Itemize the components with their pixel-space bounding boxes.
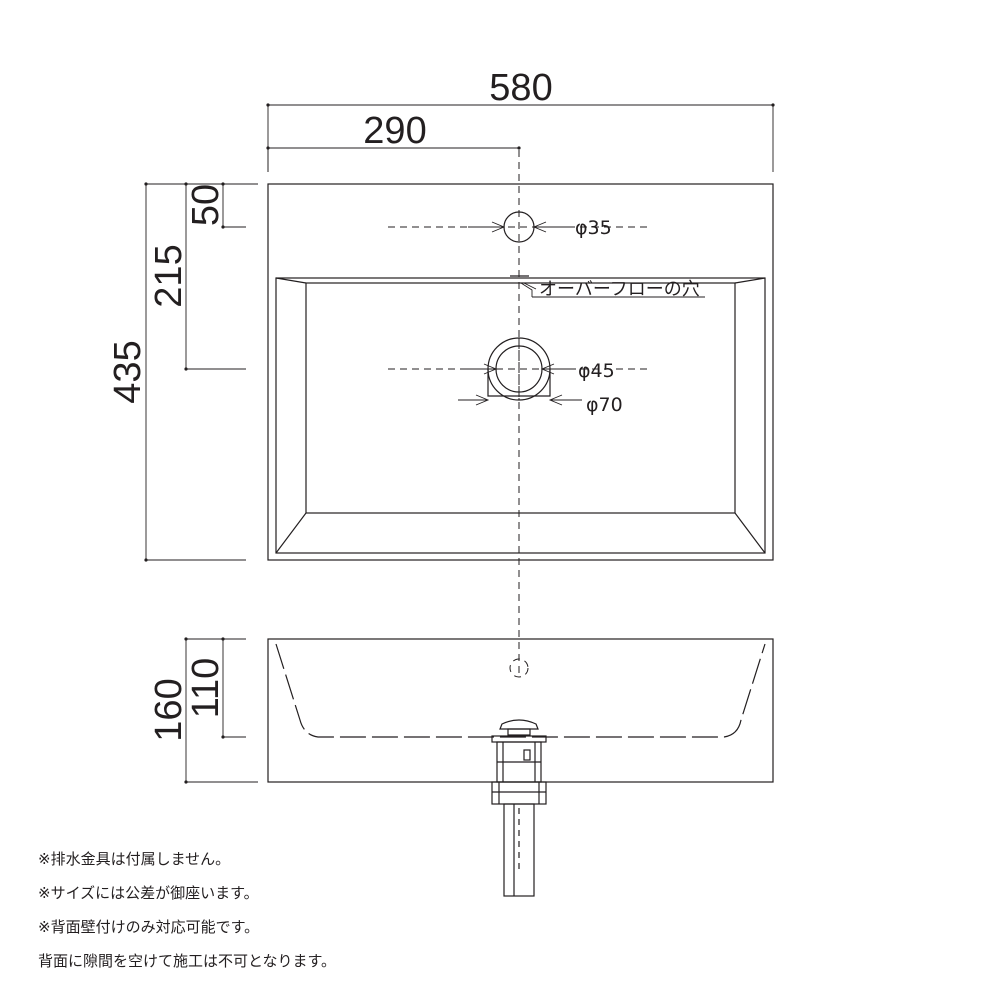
dim-faucet-offset-label: 50 — [185, 184, 227, 226]
dimension-435: 435 — [107, 182, 258, 562]
basin-outline-section — [267, 638, 774, 783]
note-item: ※サイズには公差が御座います。 — [38, 884, 259, 902]
dimension-215: 215 — [148, 182, 246, 371]
note-item: 背面に隙間を空けて施工は不可となります。 — [38, 952, 337, 970]
basin-outline-plan — [267, 183, 774, 561]
bowl-bevel-lines — [275, 277, 766, 554]
note-item: ※排水金具は付属しません。 — [38, 850, 231, 868]
bowl-profile-hidden — [275, 643, 766, 738]
plan-view: 580 290 435 215 — [107, 67, 775, 676]
dimension-110: 110 — [185, 637, 246, 739]
overflow-hole: オーバーフローの穴 — [510, 275, 705, 300]
dim-width-label: 580 — [489, 67, 552, 109]
dim-bowl-depth-label: 110 — [185, 658, 227, 719]
dim-height-label: 160 — [148, 678, 190, 741]
drain-fitting — [491, 719, 547, 897]
note-item: ※背面壁付けのみ対応可能です。 — [38, 918, 260, 936]
faucet-hole: φ35 — [388, 211, 650, 243]
bowl-bottom — [305, 282, 736, 514]
faucet-hole-hidden — [509, 658, 529, 678]
dimension-580: 580 — [266, 67, 775, 172]
dimension-50: 50 — [185, 182, 246, 229]
overflow-hole-label: オーバーフローの穴 — [539, 279, 700, 300]
dimension-290: 290 — [266, 110, 521, 172]
dimension-160: 160 — [148, 637, 258, 784]
faucet-hole-label: φ35 — [575, 217, 612, 239]
dim-drain-offset-label: 215 — [148, 244, 190, 307]
drain-outer-label: φ70 — [586, 394, 623, 416]
dim-depth-label: 435 — [107, 340, 149, 403]
dim-half-width-label: 290 — [363, 110, 426, 152]
drain-hole: φ45 φ70 — [388, 337, 650, 416]
notes-list: ※排水金具は付属しません。 ※サイズには公差が御座います。 ※背面壁付けのみ対応… — [38, 848, 336, 984]
bowl-opening — [275, 277, 766, 554]
drain-inner-label: φ45 — [578, 360, 615, 382]
section-view: 160 110 — [148, 637, 774, 897]
